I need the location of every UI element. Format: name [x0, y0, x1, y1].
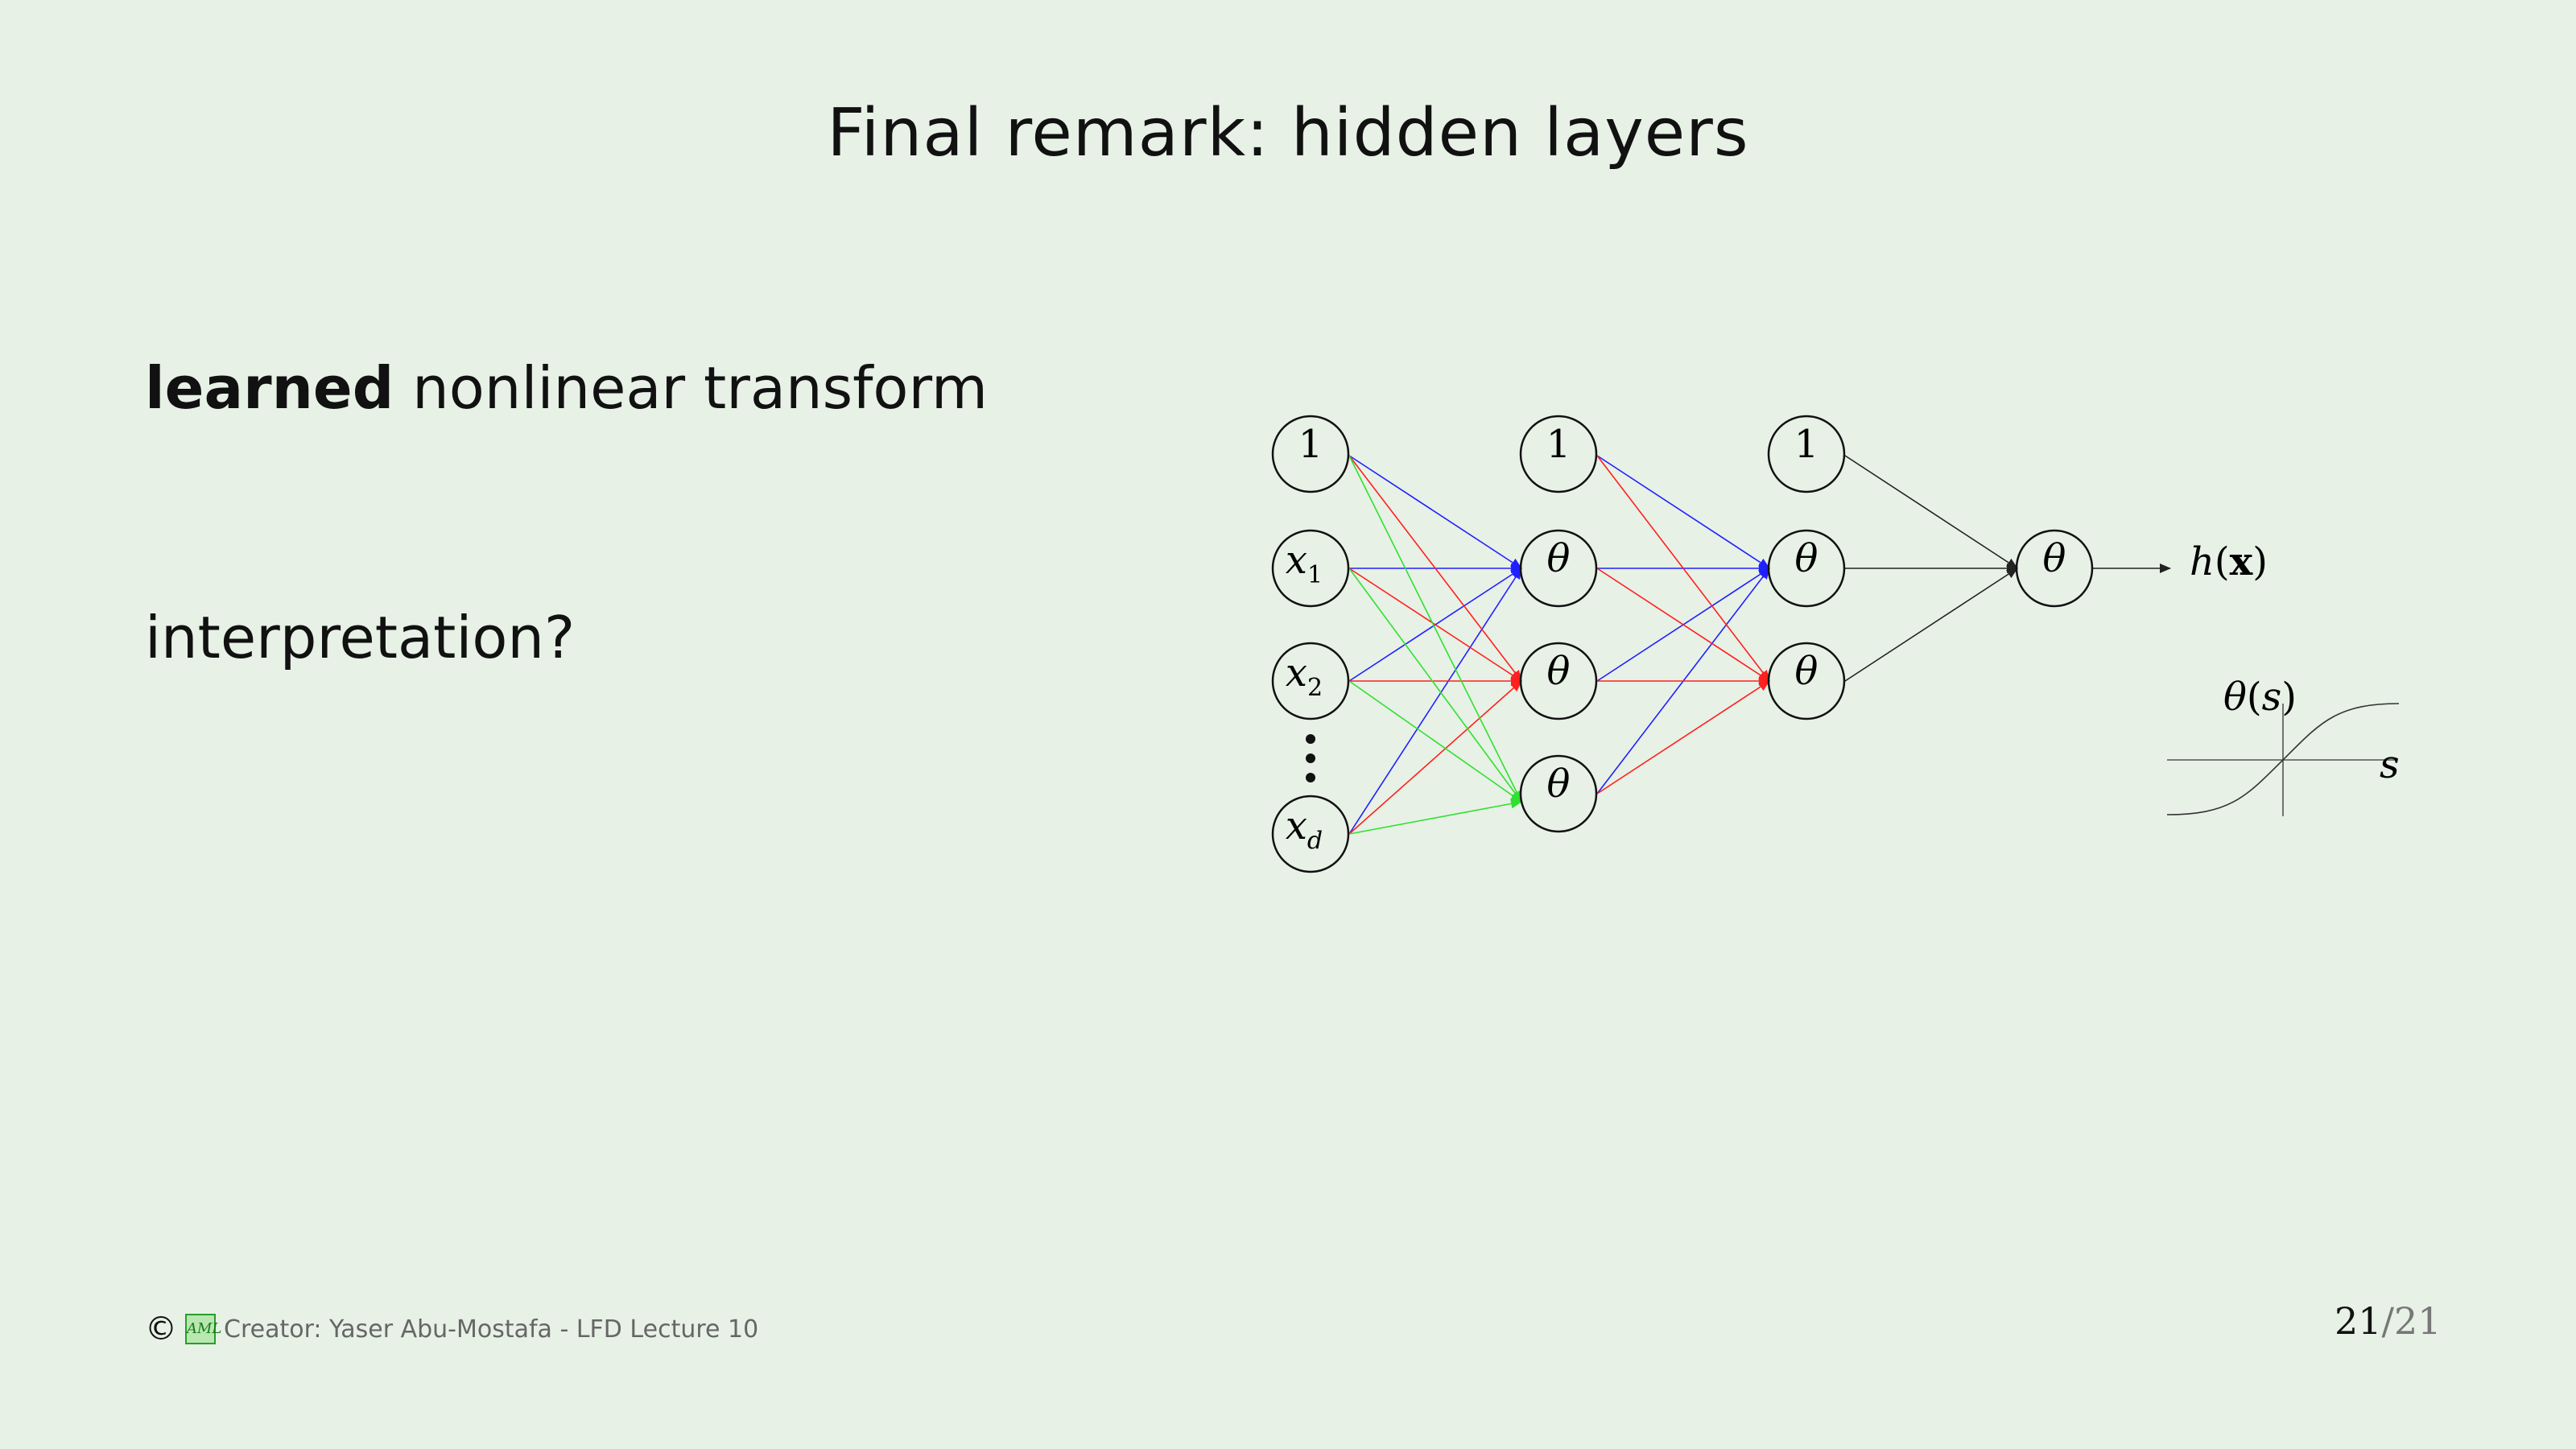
- input-node-xd: [1271, 795, 1350, 873]
- input-label-xd: xd: [1286, 803, 1323, 855]
- hidden1-node-1: [1519, 529, 1598, 608]
- hidden1-label-3: θ: [1547, 762, 1571, 807]
- sigmoid-curve: [2166, 703, 2400, 815]
- sigmoid-label: θ(s): [2223, 675, 2297, 720]
- creator-credit: Creator: Yaser Abu-Mostafa - LFD Lecture…: [224, 1315, 759, 1344]
- hidden2-label-2: θ: [1795, 649, 1818, 694]
- input-label-1: 1: [1298, 422, 1323, 467]
- sigmoid-axis-label: s: [2380, 742, 2400, 787]
- input-label-x2: x2: [1286, 650, 1323, 702]
- hidden-layer-2: [1767, 415, 1846, 720]
- output-node-label: θ: [2043, 536, 2066, 581]
- learned-bold: learned: [145, 354, 394, 422]
- hidden2-label-1: θ: [1795, 536, 1818, 581]
- hidden1-label-2: θ: [1547, 649, 1571, 694]
- output-function-label: h(x): [2190, 539, 2268, 584]
- page-total: /21: [2381, 1299, 2442, 1343]
- hidden1-node-2: [1519, 642, 1598, 720]
- interpretation-text: interpretation?: [145, 604, 576, 671]
- aml-logo: AML: [185, 1314, 221, 1344]
- copyright-icon: ©: [145, 1311, 177, 1348]
- page-number: 21/21: [2334, 1299, 2442, 1343]
- edges-hidden1-to-hidden2: [1596, 455, 1770, 795]
- hidden1-node-3: [1519, 754, 1598, 833]
- vertical-ellipsis: [1306, 734, 1315, 782]
- learned-rest: nonlinear transform: [394, 354, 988, 422]
- hidden1-node-bias: [1519, 415, 1598, 493]
- edges-input-to-hidden1: [1348, 455, 1522, 835]
- hidden-layer-1: [1519, 415, 1598, 833]
- hidden2-label-bias: 1: [1794, 422, 1819, 467]
- input-node-x2: [1271, 642, 1350, 720]
- slide-title: Final remark: hidden layers: [827, 95, 1749, 171]
- input-node-x1: [1271, 529, 1350, 608]
- hidden2-node-1: [1767, 529, 1846, 608]
- footer: © AML Creator: Yaser Abu-Mostafa - LFD L…: [145, 1311, 758, 1348]
- hidden1-label-bias: 1: [1546, 422, 1571, 467]
- input-node-bias: [1271, 415, 1350, 493]
- page-current: 21: [2334, 1299, 2382, 1343]
- edges-hidden2-to-output: [1844, 455, 2171, 682]
- hidden2-node-bias: [1767, 415, 1846, 493]
- hidden1-label-1: θ: [1547, 536, 1571, 581]
- sigmoid-inset: [2166, 703, 2400, 816]
- learned-transform-text: learned nonlinear transform: [145, 354, 988, 422]
- input-layer: [1271, 415, 1350, 873]
- hidden2-node-2: [1767, 642, 1846, 720]
- output-node: [2015, 529, 2094, 608]
- input-label-x1: x1: [1286, 538, 1323, 589]
